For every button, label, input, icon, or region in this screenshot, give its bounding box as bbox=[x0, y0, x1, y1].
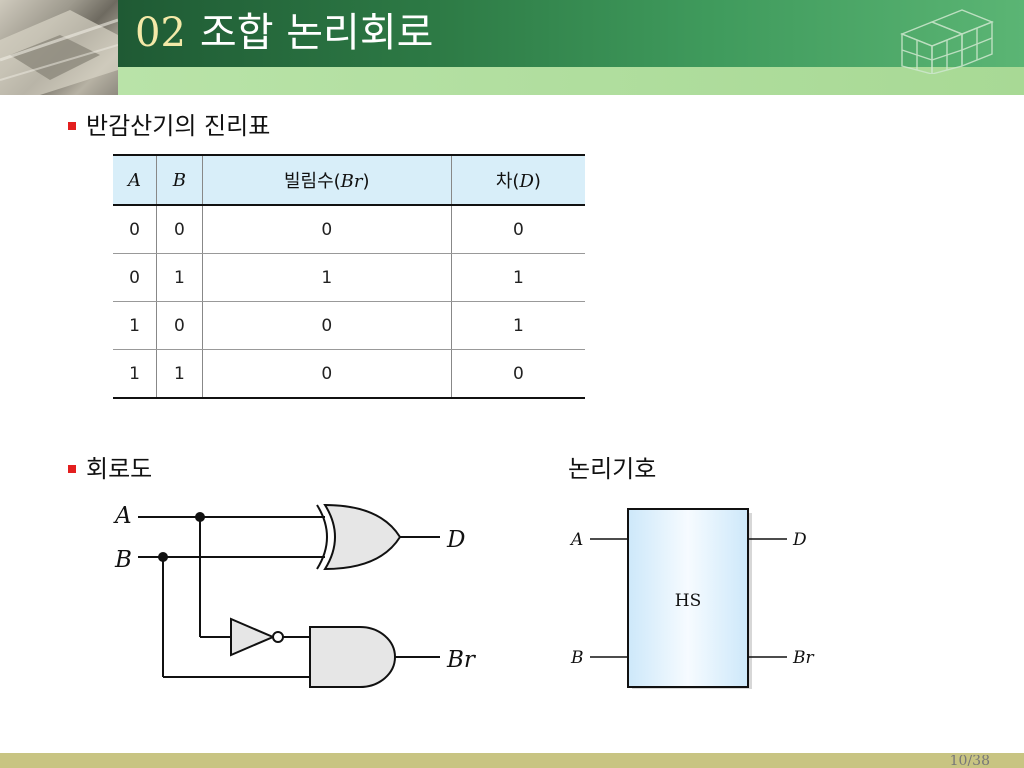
column-header-borrow: 빌림수(Br) bbox=[201, 154, 452, 206]
header-strip bbox=[118, 67, 1024, 95]
not-gate bbox=[230, 617, 284, 657]
symbol-label-a: A bbox=[569, 530, 583, 550]
slide-footer bbox=[0, 753, 1024, 768]
table-row: 1 1 0 0 bbox=[113, 349, 585, 399]
circuit-label-a: A bbox=[113, 503, 132, 529]
table-cell: 1 bbox=[113, 301, 157, 350]
section-title: 조합 논리회로 bbox=[199, 10, 434, 56]
bullet-icon bbox=[68, 465, 76, 473]
cube-blocks-icon bbox=[900, 9, 994, 74]
symbol-label-br: Br bbox=[792, 648, 814, 668]
table-cell: 0 bbox=[156, 301, 203, 350]
table-cell: 0 bbox=[201, 349, 452, 399]
table-cell: 1 bbox=[450, 301, 585, 350]
circuit-label-b: B bbox=[114, 547, 132, 573]
slide-title: 02 조합 논리회로 bbox=[135, 6, 433, 61]
circuit-label-d: D bbox=[446, 527, 465, 553]
junction-dot bbox=[158, 552, 168, 562]
table-row: 0 1 1 1 bbox=[113, 253, 585, 302]
header-photo bbox=[0, 0, 118, 95]
xor-gate bbox=[316, 503, 402, 571]
table-cell: 1 bbox=[113, 349, 157, 399]
table-cell: 0 bbox=[113, 253, 157, 302]
table-header-row: A B 빌림수(Br) 차(D) bbox=[113, 154, 585, 206]
table-cell: 0 bbox=[156, 205, 203, 254]
bullet-icon bbox=[68, 122, 76, 130]
column-header-b: B bbox=[156, 154, 203, 206]
symbol-label-d: D bbox=[792, 530, 807, 550]
truth-table-heading: 반감산기의 진리표 bbox=[86, 112, 271, 140]
logic-symbol-heading: 논리기호 bbox=[568, 455, 657, 483]
hs-block bbox=[627, 508, 749, 688]
section-number: 02 bbox=[135, 10, 186, 56]
table-cell: 1 bbox=[201, 253, 452, 302]
and-gate bbox=[309, 626, 396, 688]
header-band bbox=[118, 0, 1024, 67]
symbol-label-b: B bbox=[570, 648, 584, 668]
page-number: 10/38 bbox=[949, 755, 990, 768]
half-subtractor-circuit: A B D Br bbox=[113, 503, 477, 688]
table-cell: 1 bbox=[156, 253, 203, 302]
table-cell: 0 bbox=[450, 205, 585, 254]
slide-header: 02 조합 논리회로 bbox=[0, 0, 1024, 95]
table-cell: 0 bbox=[201, 301, 452, 350]
half-subtractor-symbol: HS A B D Br bbox=[569, 508, 814, 689]
circuit-heading: 회로도 bbox=[86, 455, 153, 483]
column-header-a: A bbox=[113, 154, 157, 206]
table-row: 0 0 0 0 bbox=[113, 205, 585, 254]
hs-label: HS bbox=[675, 591, 701, 611]
table-row: 1 0 0 1 bbox=[113, 301, 585, 350]
table-cell: 0 bbox=[113, 205, 157, 254]
table-cell: 0 bbox=[450, 349, 585, 399]
column-header-difference: 차(D) bbox=[450, 154, 585, 206]
junction-dot bbox=[195, 512, 205, 522]
truth-table: A B 빌림수(Br) 차(D) 0 0 0 0 0 1 1 1 1 0 0 1… bbox=[113, 154, 585, 399]
table-cell: 0 bbox=[201, 205, 452, 254]
table-cell: 1 bbox=[156, 349, 203, 399]
table-cell: 1 bbox=[450, 253, 585, 302]
circuit-label-br: Br bbox=[446, 647, 477, 673]
